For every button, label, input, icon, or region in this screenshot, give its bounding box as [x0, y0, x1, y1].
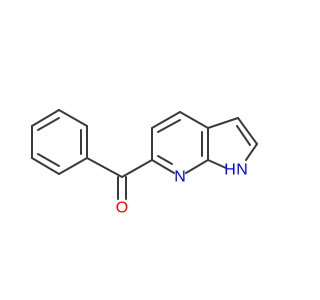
- bond: [58, 109, 88, 127]
- bond: [31, 157, 60, 175]
- pyrrole-nh-atom: H N: [224, 162, 248, 179]
- bond: [31, 109, 60, 127]
- bond: [237, 117, 258, 145]
- oxygen-atom: O: [116, 200, 128, 217]
- double-bond-inner: [37, 153, 60, 167]
- oxygen-label: O: [116, 200, 128, 217]
- carbonyl-group: [86, 157, 153, 200]
- double-bond-inner: [157, 155, 173, 165]
- pyridine-ring: [151, 111, 209, 174]
- bond: [151, 111, 181, 129]
- bond: [151, 159, 175, 174]
- bond: [58, 157, 88, 175]
- double-bond-inner: [157, 119, 181, 133]
- bond: [207, 159, 227, 169]
- phenyl-ring: [31, 109, 88, 175]
- pyrrole-ring: [207, 117, 258, 169]
- pyridine-nitrogen-label: N: [174, 169, 186, 186]
- pyridine-nitrogen-atom: N: [174, 169, 186, 186]
- pyrrole-nitrogen-label: N: [236, 162, 248, 179]
- molecule-structure-diagram: O N H N: [31, 109, 258, 217]
- bond: [245, 143, 258, 161]
- bond: [207, 117, 239, 129]
- bond: [86, 157, 123, 178]
- bond: [179, 111, 209, 129]
- bond: [121, 159, 153, 178]
- double-bond-inner: [37, 117, 60, 131]
- double-bond-inner: [236, 125, 251, 146]
- bond: [185, 159, 209, 174]
- pyrrole-hydrogen-label: H: [224, 162, 236, 179]
